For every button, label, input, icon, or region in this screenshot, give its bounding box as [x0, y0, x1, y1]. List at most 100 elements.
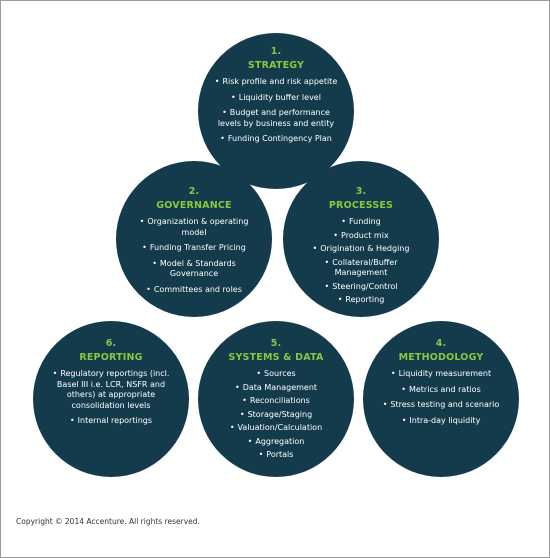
list-item: •Funding	[297, 217, 425, 228]
bullet-icon: •	[52, 369, 58, 378]
list-item: •Data Management	[212, 383, 340, 394]
circle-number: 6.	[105, 338, 117, 349]
list-item: •Funding Transfer Pricing	[130, 243, 258, 254]
list-item: •Model & Standards Governance	[130, 259, 258, 280]
list-item: •Funding Contingency Plan	[212, 134, 340, 145]
circle-number: 1.	[270, 46, 282, 57]
list-item: •Internal reportings	[47, 416, 175, 427]
bullet-icon: •	[229, 423, 235, 432]
list-item: •Collateral/Buffer Management	[297, 258, 425, 279]
list-item-text: Committees and roles	[153, 284, 242, 294]
list-item: •Regulatory reportings (incl. Basel III …	[47, 369, 175, 411]
list-item: •Risk profile and risk appetite	[212, 77, 340, 88]
bullet-icon: •	[258, 450, 264, 459]
list-item-text: Regulatory reportings (incl. Basel III i…	[56, 369, 170, 410]
circle-title: METHODOLOGY	[398, 352, 484, 363]
list-item-text: Valuation/Calculation	[237, 423, 323, 432]
list-item-text: Liquidity buffer level	[238, 92, 321, 102]
bullet-icon: •	[234, 382, 240, 392]
circle-methodology: 4. METHODOLOGY •Liquidity measurement•Me…	[363, 321, 519, 477]
list-item: •Sources	[212, 369, 340, 380]
bullet-icon: •	[324, 257, 330, 267]
bullet-icon: •	[222, 108, 227, 117]
list-item: •Aggregation	[212, 437, 340, 448]
list-item: •Stress testing and scenario	[377, 400, 505, 411]
item-list: •Organization & operating model•Funding …	[130, 217, 258, 295]
bullet-icon: •	[69, 416, 75, 425]
bullet-icon: •	[337, 295, 343, 304]
circle-processes: 3. PROCESSES •Funding•Product mix•Origin…	[283, 161, 439, 317]
list-item-text: Collateral/Buffer Management	[332, 257, 398, 278]
circle-title: STRATEGY	[247, 60, 305, 71]
bullet-icon: •	[214, 77, 220, 86]
bullet-icon: •	[142, 243, 147, 252]
list-item-text: Funding Transfer Pricing	[149, 243, 246, 252]
item-list: •Risk profile and risk appetite•Liquidit…	[212, 77, 340, 145]
bullet-icon: •	[256, 369, 262, 378]
circle-number: 2.	[188, 186, 200, 197]
list-item-text: Funding Contingency Plan	[227, 134, 332, 143]
item-list: •Sources•Data Management•Reconciliations…	[212, 369, 340, 461]
list-item-text: Portals	[266, 450, 294, 459]
circle-title: SYSTEMS & DATA	[228, 352, 324, 363]
list-item: •Metrics and ratios	[377, 385, 505, 396]
bullet-icon: •	[152, 258, 157, 268]
list-item: •Budget and performance levels by busine…	[212, 108, 340, 129]
list-item-text: Data Management	[242, 382, 318, 392]
list-item-text: Budget and performance levels by busines…	[217, 108, 335, 128]
list-item: •Origination & Hedging	[297, 244, 425, 255]
bullet-icon: •	[247, 436, 253, 446]
list-item-text: Origination & Hedging	[320, 244, 410, 253]
circle-systems-data: 5. SYSTEMS & DATA •Sources•Data Manageme…	[198, 321, 354, 477]
list-item: •Steering/Control	[297, 282, 425, 293]
list-item-text: Reconciliations	[249, 396, 310, 405]
bullet-icon: •	[139, 217, 145, 226]
list-item: •Liquidity buffer level	[212, 93, 340, 104]
list-item-text: Funding	[348, 217, 381, 226]
list-item-text: Storage/Staging	[247, 409, 313, 419]
item-list: •Liquidity measurement•Metrics and ratio…	[377, 369, 505, 426]
circle-strategy: 1. STRATEGY •Risk profile and risk appet…	[198, 33, 354, 189]
list-item-text: Product mix	[341, 230, 389, 240]
list-item: •Reporting	[297, 295, 425, 306]
list-item-text: Steering/Control	[332, 281, 398, 291]
bullet-icon: •	[341, 217, 346, 226]
circle-number: 5.	[270, 338, 282, 349]
circle-reporting: 6. REPORTING •Regulatory reportings (inc…	[33, 321, 189, 477]
list-item-text: Internal reportings	[77, 416, 153, 425]
circle-number: 4.	[435, 338, 447, 349]
item-list: •Regulatory reportings (incl. Basel III …	[47, 369, 175, 427]
bullet-icon: •	[146, 284, 151, 294]
list-item: •Organization & operating model	[130, 217, 258, 238]
bullet-icon: •	[239, 409, 245, 419]
list-item-text: Intra-day liquidity	[409, 415, 481, 425]
copyright-notice: Copyright © 2014 Accenture. All rights r…	[16, 517, 200, 526]
circle-number: 3.	[355, 186, 367, 197]
list-item: •Committees and roles	[130, 285, 258, 296]
list-item-text: Metrics and ratios	[408, 384, 481, 394]
list-item-text: Organization & operating model	[147, 217, 249, 237]
list-item-text: Sources	[264, 369, 296, 378]
bullet-icon: •	[231, 92, 236, 102]
circle-governance: 2. GOVERNANCE •Organization & operating …	[116, 161, 272, 317]
list-item: •Liquidity measurement	[377, 369, 505, 380]
list-item-text: Aggregation	[255, 436, 305, 446]
circle-title: GOVERNANCE	[156, 200, 232, 211]
bullet-icon: •	[242, 396, 247, 405]
bullet-icon: •	[401, 415, 407, 425]
list-item: •Portals	[212, 450, 340, 461]
bullet-icon: •	[324, 281, 330, 291]
item-list: •Funding•Product mix•Origination & Hedgi…	[297, 217, 425, 306]
bullet-icon: •	[220, 134, 225, 143]
bullet-icon: •	[333, 230, 339, 240]
list-item: •Reconciliations	[212, 396, 340, 407]
bullet-icon: •	[312, 244, 318, 253]
list-item: •Intra-day liquidity	[377, 416, 505, 427]
list-item: •Storage/Staging	[212, 410, 340, 421]
list-item-text: Model & Standards Governance	[159, 258, 236, 279]
list-item-text: Risk profile and risk appetite	[222, 77, 338, 86]
circle-title: REPORTING	[79, 352, 143, 363]
bullet-icon: •	[382, 400, 388, 409]
bullet-icon: •	[401, 384, 406, 394]
